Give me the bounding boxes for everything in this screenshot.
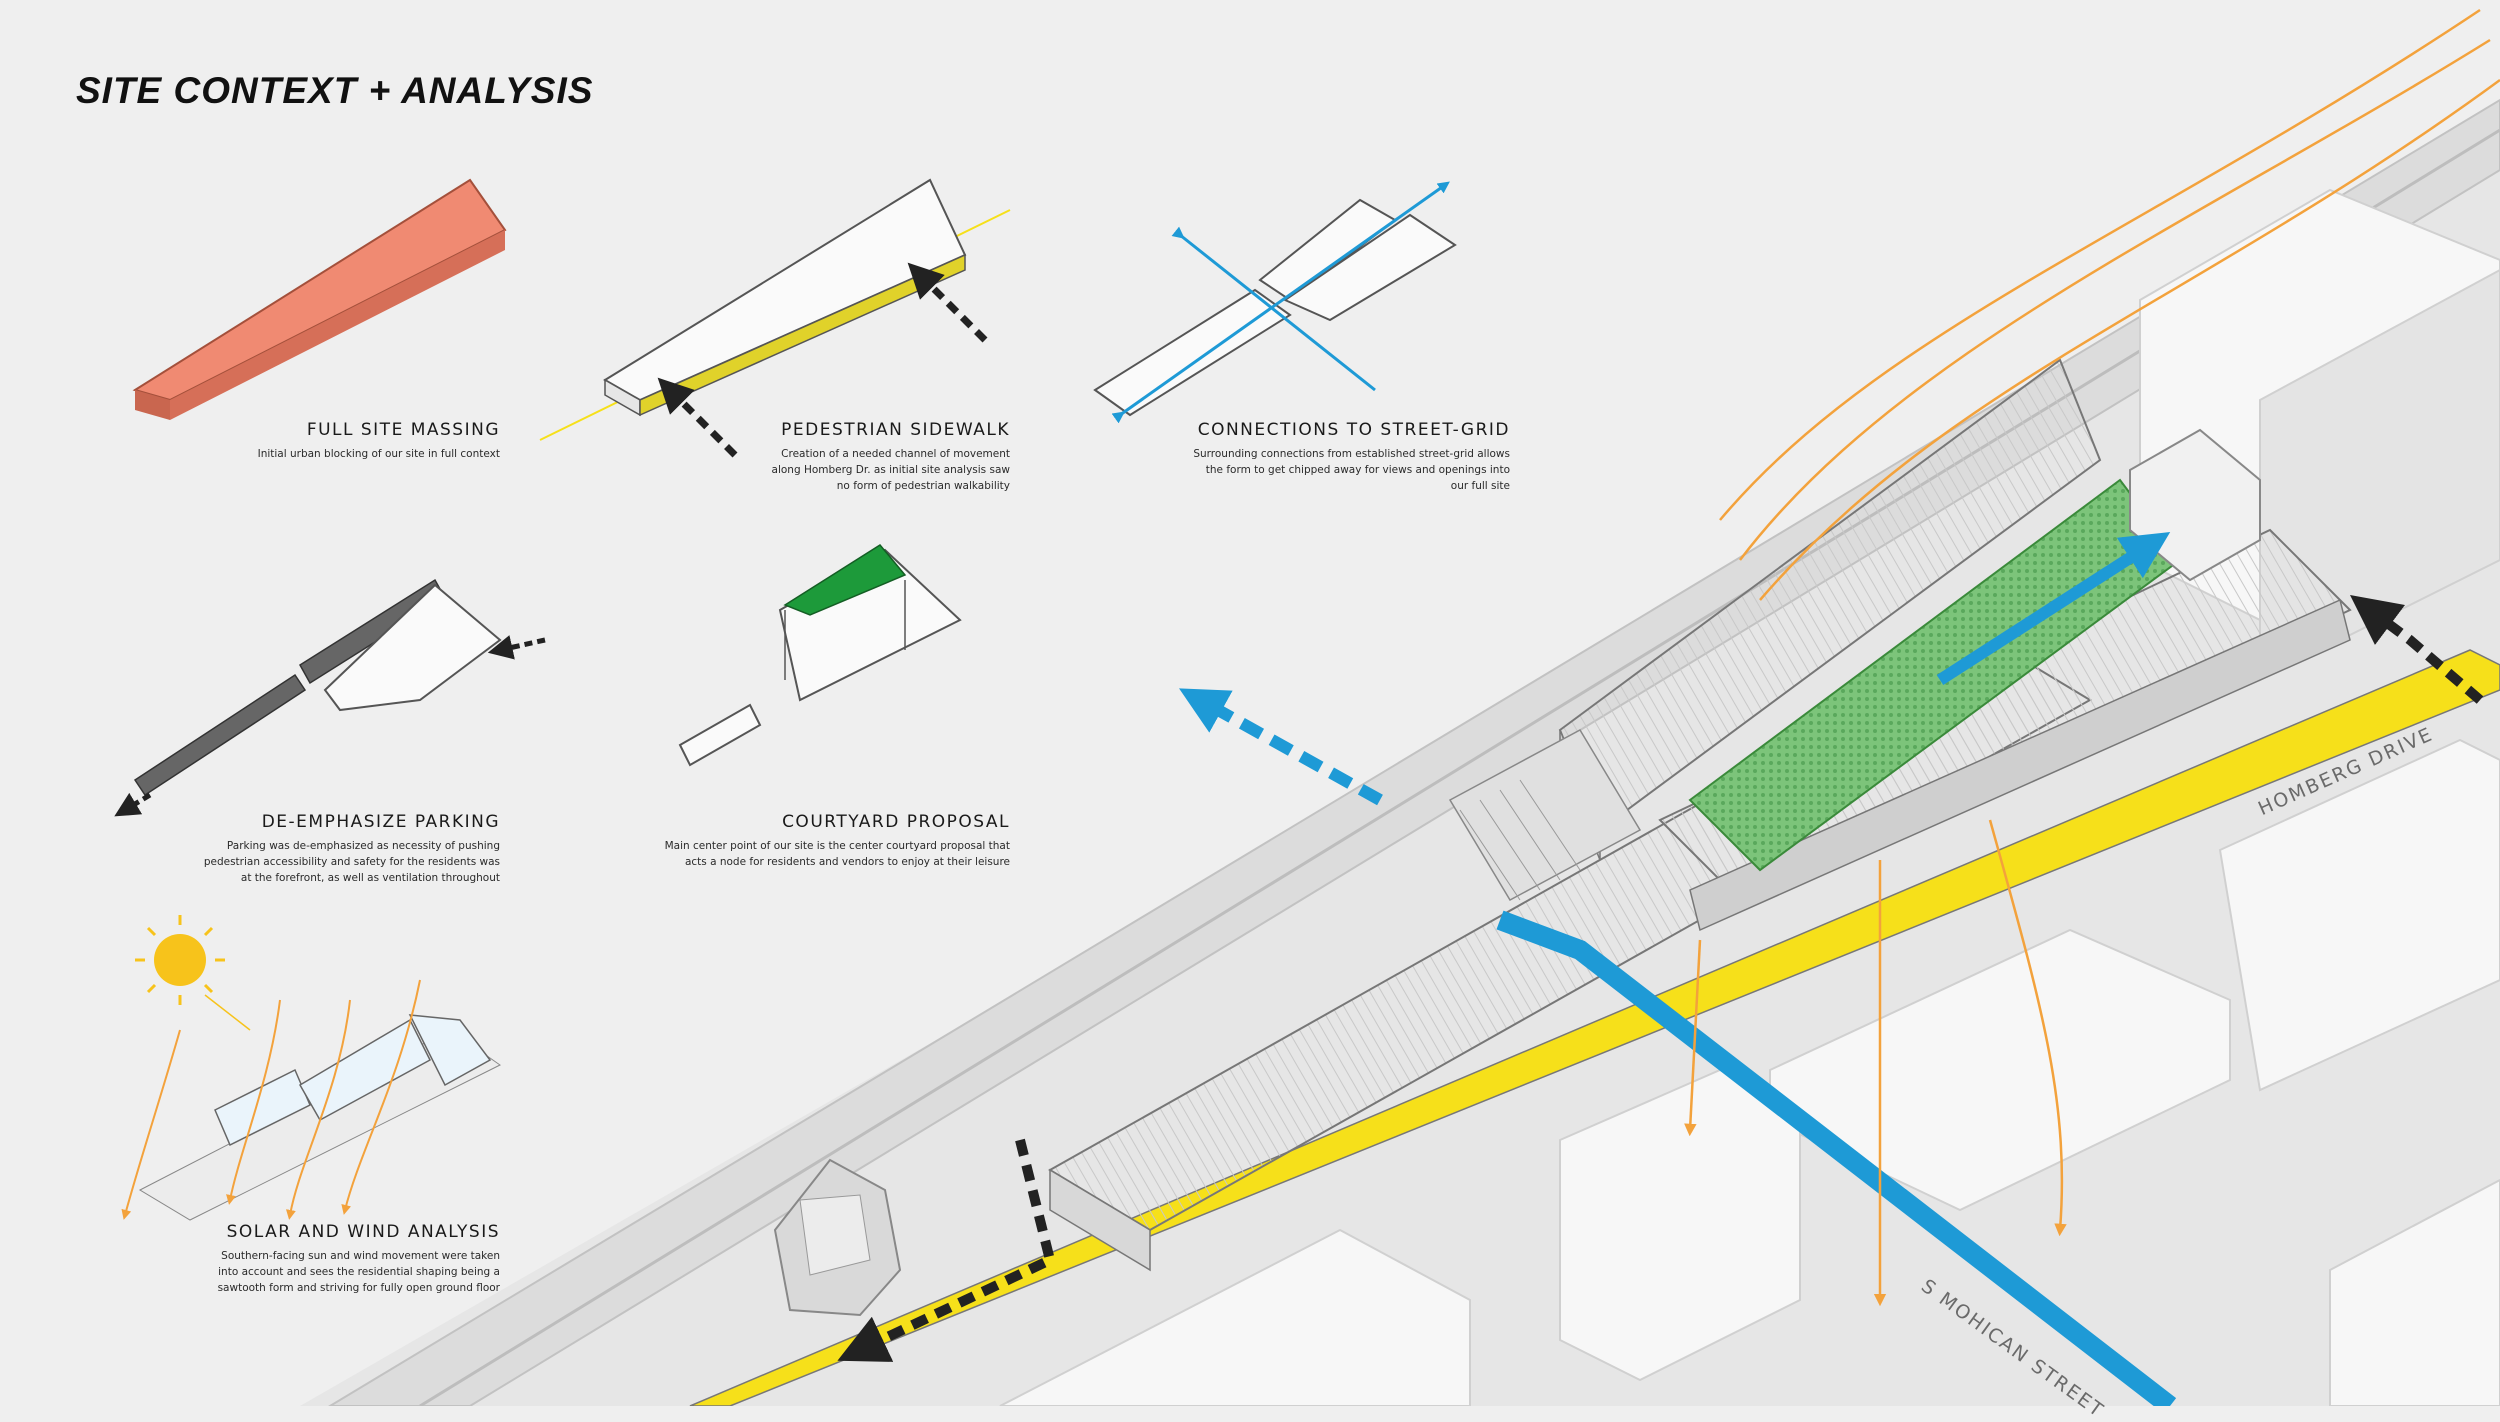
panel-parking: [125, 580, 545, 810]
panel-heading: PEDESTRIAN SIDEWALK: [760, 420, 1010, 440]
panel-body: Parking was de-emphasized as necessity o…: [200, 838, 500, 886]
panel-solar-wind: [125, 915, 500, 1220]
view-opening-arrow: [1200, 700, 1380, 800]
panel-body: Creation of a needed channel of movement…: [760, 446, 1010, 494]
caption-connections: CONNECTIONS TO STREET-GRID Surrounding c…: [1190, 420, 1510, 494]
panel-body: Surrounding connections from established…: [1190, 446, 1510, 494]
panel-heading: COURTYARD PROPOSAL: [660, 812, 1010, 832]
panel-heading: DE-EMPHASIZE PARKING: [200, 812, 500, 832]
caption-solar-wind: SOLAR AND WIND ANALYSIS Southern-facing …: [200, 1222, 500, 1296]
panel-full-site-massing: [135, 180, 505, 420]
caption-pedestrian-sidewalk: PEDESTRIAN SIDEWALK Creation of a needed…: [760, 420, 1010, 494]
site-model: [300, 10, 2500, 1406]
panel-heading: SOLAR AND WIND ANALYSIS: [200, 1222, 500, 1242]
panel-pedestrian-sidewalk: [540, 180, 1010, 455]
panel-body: Main center point of our site is the cen…: [660, 838, 1010, 870]
panel-courtyard: [680, 545, 960, 765]
panel-heading: FULL SITE MASSING: [250, 420, 500, 440]
caption-courtyard: COURTYARD PROPOSAL Main center point of …: [660, 812, 1010, 870]
caption-full-site-massing: FULL SITE MASSING Initial urban blocking…: [250, 420, 500, 462]
sun-icon: [154, 934, 206, 986]
panel-connections: [1095, 185, 1455, 415]
caption-parking: DE-EMPHASIZE PARKING Parking was de-emph…: [200, 812, 500, 886]
panel-heading: CONNECTIONS TO STREET-GRID: [1190, 420, 1510, 440]
panel-body: Southern-facing sun and wind movement we…: [200, 1248, 500, 1296]
panel-body: Initial urban blocking of our site in fu…: [250, 446, 500, 462]
